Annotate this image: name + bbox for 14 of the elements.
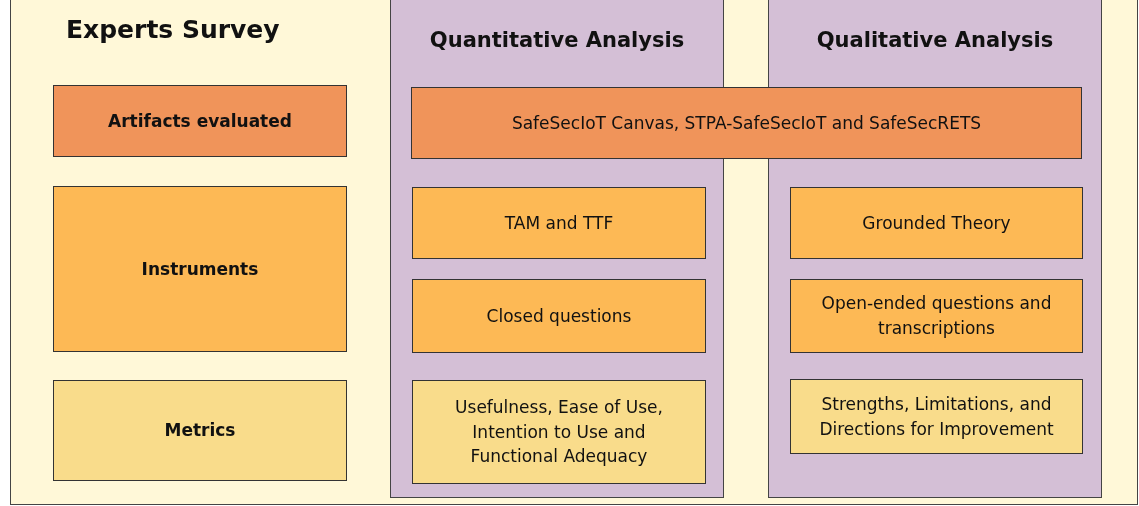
row-header: Metrics bbox=[53, 380, 347, 481]
method-card: Open-ended questions and transcriptions bbox=[790, 279, 1083, 353]
panel-heading: Experts Survey bbox=[66, 15, 280, 44]
panel-heading: Quantitative Analysis bbox=[428, 28, 686, 52]
method-card: Grounded Theory bbox=[790, 187, 1083, 259]
row-header: Instruments bbox=[53, 186, 347, 352]
method-card: TAM and TTF bbox=[412, 187, 706, 259]
row-header: Artifacts evaluated bbox=[53, 85, 347, 157]
panel-heading: Qualitative Analysis bbox=[815, 28, 1055, 52]
survey-panel bbox=[10, 0, 1138, 505]
method-card: Closed questions bbox=[412, 279, 706, 353]
metric-card: Strengths, Limitations, and Directions for Improvement bbox=[790, 379, 1083, 454]
artifact-card: SafeSecIoT Canvas, STPA-SafeSecIoT and SafeSecRETS bbox=[411, 87, 1082, 159]
metric-card: Usefulness, Ease of Use, Intention to Use and Functional Adequacy bbox=[412, 380, 706, 484]
